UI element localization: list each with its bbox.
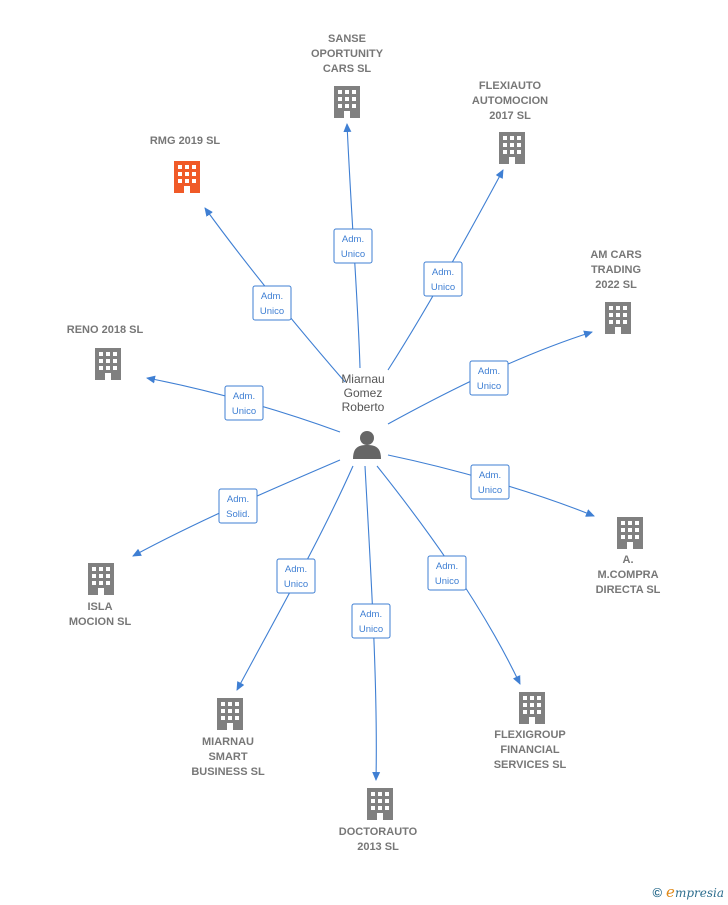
copyright-footer: ©empresia	[652, 883, 724, 901]
role-text: Adm.	[432, 267, 454, 278]
role-badge-flexigroup[interactable]: Adm. Unico	[427, 555, 467, 591]
role-text: Solid.	[226, 509, 250, 520]
company-name: BUSINESS SL	[191, 766, 265, 778]
person-name: Miarnau	[341, 372, 384, 386]
role-text: Unico	[435, 576, 459, 587]
copyright-symbol: ©	[652, 885, 663, 900]
role-badge-box	[252, 285, 292, 321]
building-icon	[217, 698, 243, 730]
role-text: Adm.	[342, 234, 364, 245]
role-text: Adm.	[261, 291, 283, 302]
company-node-rmg[interactable]: RMG 2019 SL	[150, 135, 221, 193]
person-icon	[353, 431, 381, 459]
role-badge-box	[470, 464, 510, 500]
company-name: MOCION SL	[69, 616, 132, 628]
company-name: SMART	[208, 751, 247, 763]
company-node-flexiauto[interactable]: FLEXIAUTO AUTOMOCION 2017 SL	[472, 80, 548, 164]
company-node-doctorauto[interactable]: DOCTORAUTO 2013 SL	[339, 788, 418, 853]
role-text: Unico	[431, 282, 455, 293]
role-badge-box	[224, 385, 264, 421]
role-badge-flexiauto[interactable]: Adm. Unico	[423, 261, 463, 297]
role-badge-box	[333, 228, 373, 264]
role-badge-box	[351, 603, 391, 639]
person-name: Roberto	[342, 400, 385, 414]
company-name: AUTOMOCION	[472, 95, 548, 107]
company-node-compra[interactable]: A. M.COMPRA DIRECTA SL	[596, 517, 661, 596]
role-text: Unico	[477, 381, 501, 392]
building-icon	[617, 517, 643, 549]
company-node-amcars[interactable]: AM CARS TRADING 2022 SL	[590, 249, 642, 334]
company-name: FINANCIAL	[500, 744, 560, 756]
role-text: Unico	[284, 579, 308, 590]
company-name: 2013 SL	[357, 841, 399, 853]
role-text: Unico	[232, 406, 256, 417]
company-name: RMG 2019 SL	[150, 135, 221, 147]
company-name: FLEXIGROUP	[494, 729, 566, 741]
role-badge-compra[interactable]: Adm. Unico	[470, 464, 510, 500]
company-node-isla[interactable]: ISLA MOCION SL	[69, 563, 132, 628]
company-name: RENO 2018 SL	[67, 324, 144, 336]
role-text: Adm.	[233, 391, 255, 402]
role-badge-amcars[interactable]: Adm. Unico	[469, 360, 509, 396]
company-name: DIRECTA SL	[596, 584, 661, 596]
company-node-flexigroup[interactable]: FLEXIGROUP FINANCIAL SERVICES SL	[494, 692, 567, 771]
company-name: A.	[623, 554, 634, 566]
role-badge-sanse[interactable]: Adm. Unico	[333, 228, 373, 264]
role-text: Unico	[260, 306, 284, 317]
building-icon	[174, 161, 200, 193]
building-icon	[334, 86, 360, 118]
role-text: Unico	[341, 249, 365, 260]
role-text: Adm.	[360, 609, 382, 620]
company-name: AM CARS	[590, 249, 641, 261]
role-badge-box	[218, 488, 258, 524]
company-name: ISLA	[87, 601, 112, 613]
role-badge-box	[423, 261, 463, 297]
company-name: M.COMPRA	[597, 569, 658, 581]
person-name: Gomez	[344, 386, 383, 400]
building-icon	[519, 692, 545, 724]
role-badge-box	[276, 558, 316, 594]
building-icon	[367, 788, 393, 820]
role-text: Adm.	[478, 366, 500, 377]
company-name: FLEXIAUTO	[479, 80, 542, 92]
role-text: Unico	[359, 624, 383, 635]
company-name: 2017 SL	[489, 110, 531, 122]
role-text: Adm.	[227, 494, 249, 505]
company-name: 2022 SL	[595, 279, 637, 291]
company-name: SANSE	[328, 33, 366, 45]
role-badge-doctorauto[interactable]: Adm. Unico	[351, 603, 391, 639]
role-badge-isla[interactable]: Adm. Solid.	[218, 488, 258, 524]
role-text: Adm.	[436, 561, 458, 572]
building-icon	[95, 348, 121, 380]
company-name: TRADING	[591, 264, 641, 276]
role-badge-rmg[interactable]: Adm. Unico	[252, 285, 292, 321]
company-name: SERVICES SL	[494, 759, 567, 771]
role-badge-box	[469, 360, 509, 396]
company-node-smart[interactable]: MIARNAU SMART BUSINESS SL	[191, 698, 265, 778]
company-name: CARS SL	[323, 63, 372, 75]
company-name: OPORTUNITY	[311, 48, 384, 60]
building-icon	[605, 302, 631, 334]
role-badge-reno[interactable]: Adm. Unico	[224, 385, 264, 421]
role-text: Unico	[478, 485, 502, 496]
building-icon	[88, 563, 114, 595]
company-node-sanse[interactable]: SANSE OPORTUNITY CARS SL	[311, 33, 384, 118]
role-text: Adm.	[285, 564, 307, 575]
company-name: DOCTORAUTO	[339, 826, 418, 838]
role-badge-smart[interactable]: Adm. Unico	[276, 558, 316, 594]
role-text: Adm.	[479, 470, 501, 481]
company-node-reno[interactable]: RENO 2018 SL	[67, 324, 144, 380]
company-name: MIARNAU	[202, 736, 254, 748]
brand-initial: e	[666, 883, 675, 901]
role-badge-box	[427, 555, 467, 591]
brand-name: mpresia	[674, 886, 724, 900]
building-icon	[499, 132, 525, 164]
